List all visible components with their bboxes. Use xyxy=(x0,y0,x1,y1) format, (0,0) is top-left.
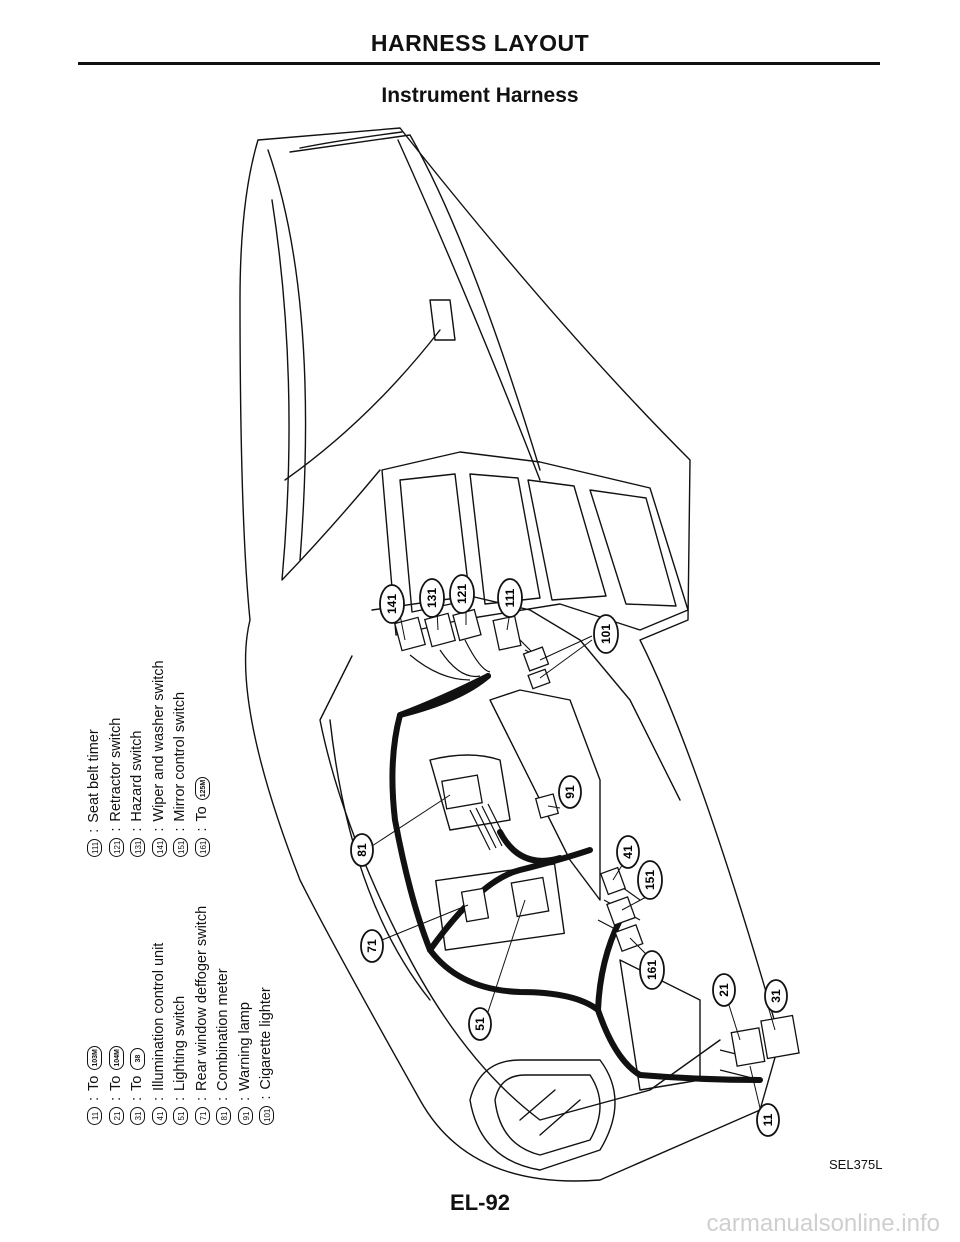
dashboard-outline xyxy=(239,127,781,1182)
connectors xyxy=(393,608,800,1067)
callout-161: 161 xyxy=(639,950,665,990)
callout-leaders xyxy=(371,608,776,1109)
connector-141 xyxy=(393,616,427,652)
callout-141: 141 xyxy=(379,584,405,624)
connector-71 xyxy=(460,887,490,923)
callout-label: 31 xyxy=(769,989,783,1003)
callout-31: 31 xyxy=(764,979,788,1013)
watermark: carmanualsonline.info xyxy=(706,1210,940,1237)
page-title: HARNESS LAYOUT xyxy=(370,30,590,56)
dashboard-top-surface xyxy=(267,131,541,561)
figure-reference: SEL375L xyxy=(829,1157,883,1172)
callout-label: 131 xyxy=(425,588,439,608)
callout-label: 81 xyxy=(355,843,369,857)
cluster-window-4 xyxy=(589,489,677,607)
title-rule xyxy=(78,62,880,65)
callout-41: 41 xyxy=(616,835,640,869)
connector-131 xyxy=(423,612,457,648)
vent-slot xyxy=(397,139,541,481)
callout-91: 91 xyxy=(558,775,582,809)
lower-curve xyxy=(329,719,431,1001)
callout-101: 101 xyxy=(593,614,619,654)
callout-51: 51 xyxy=(468,1007,492,1041)
meter-connector-block xyxy=(429,754,511,831)
vent-louvers xyxy=(519,1089,581,1136)
connector-151 xyxy=(606,896,636,926)
cluster-window-2 xyxy=(469,473,541,605)
callout-label: 121 xyxy=(455,584,469,604)
connector-callouts: 141 131 121 111 101 91 81 71 51 41 151 161 21 31 11 xyxy=(350,574,788,1137)
connector-41 xyxy=(599,866,627,896)
page-number: EL-92 xyxy=(450,1190,510,1215)
connector-91 xyxy=(534,793,560,819)
callout-label: 141 xyxy=(385,594,399,614)
connector-51 xyxy=(510,876,550,918)
connector-81 xyxy=(441,774,483,810)
harness-branches xyxy=(409,639,761,1081)
switch-box xyxy=(435,863,565,951)
connector-101a xyxy=(522,646,550,672)
callout-label: 71 xyxy=(365,939,379,953)
callout-label: 21 xyxy=(717,983,731,997)
diagram-subtitle: Instrument Harness xyxy=(381,84,579,107)
callout-111: 111 xyxy=(497,578,523,618)
upper-panel-line xyxy=(271,199,381,581)
callout-label: 151 xyxy=(643,870,657,890)
lower-vent-outer xyxy=(469,1059,616,1171)
callout-label: 91 xyxy=(563,785,577,799)
connector-101b xyxy=(527,668,551,690)
connector-111 xyxy=(492,615,522,651)
callout-11: 11 xyxy=(756,1103,780,1137)
callout-label: 101 xyxy=(599,624,613,644)
connector-121 xyxy=(452,608,482,642)
connector-21 xyxy=(730,1027,766,1067)
center-panel xyxy=(489,689,601,901)
lower-vent-inner xyxy=(494,1074,601,1156)
callout-label: 111 xyxy=(503,588,517,607)
cluster-window-3 xyxy=(527,479,607,601)
callout-label: 11 xyxy=(761,1113,775,1126)
lower-body xyxy=(319,655,721,1121)
callout-label: 51 xyxy=(473,1017,487,1031)
callout-121: 121 xyxy=(449,574,475,614)
callout-label: 41 xyxy=(621,845,635,859)
callout-71: 71 xyxy=(360,929,384,963)
callout-21: 21 xyxy=(712,973,736,1007)
callout-151: 151 xyxy=(637,860,663,900)
connector-31 xyxy=(760,1014,800,1060)
main-harness-cable xyxy=(389,673,763,1083)
callout-131: 131 xyxy=(419,578,445,618)
callout-81: 81 xyxy=(350,833,374,867)
callout-label: 161 xyxy=(645,960,659,980)
